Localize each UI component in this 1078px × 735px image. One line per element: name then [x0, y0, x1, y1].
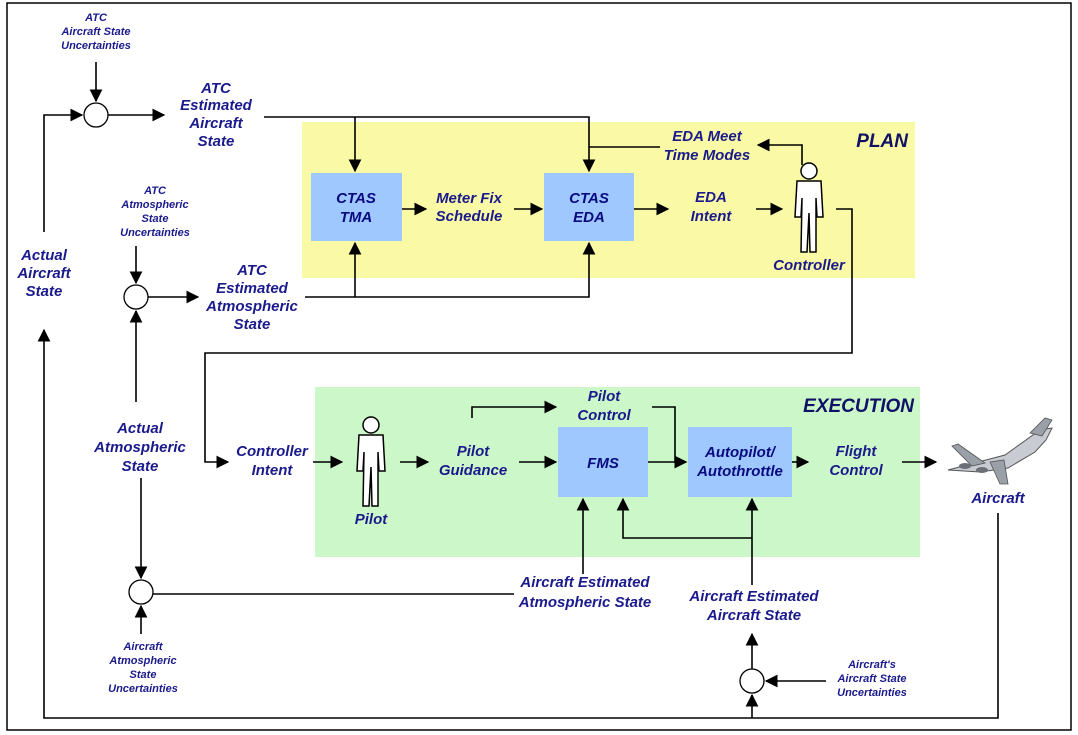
- svg-text:Aircraft: Aircraft: [16, 265, 71, 282]
- svg-text:Aircraft State: Aircraft State: [836, 673, 906, 685]
- svg-text:State: State: [26, 283, 63, 300]
- svg-text:Pilot: Pilot: [588, 388, 622, 405]
- svg-text:Schedule: Schedule: [436, 208, 503, 225]
- execution-title: EXECUTION: [803, 396, 915, 417]
- aircraft-atmospheric-state-junction: [129, 580, 153, 604]
- svg-text:Atmospheric: Atmospheric: [108, 655, 176, 667]
- svg-text:Atmospheric: Atmospheric: [205, 298, 298, 315]
- svg-text:Controller: Controller: [236, 443, 309, 460]
- svg-text:Estimated: Estimated: [216, 280, 289, 297]
- svg-text:ATC: ATC: [143, 185, 167, 197]
- svg-text:State: State: [130, 669, 157, 681]
- svg-text:EDA Meet: EDA Meet: [672, 128, 742, 145]
- svg-text:Intent: Intent: [691, 208, 733, 225]
- ctas-eda-line-1: CTAS: [569, 190, 609, 207]
- controller-intent-label: Controller Intent: [236, 443, 309, 479]
- autopilot-box: Autopilot/ Autothrottle: [688, 427, 792, 497]
- svg-text:ATC: ATC: [200, 80, 232, 97]
- ctas-tma-line-1: CTAS: [336, 190, 376, 207]
- fms-box: FMS: [558, 427, 648, 497]
- svg-text:Atmospheric: Atmospheric: [120, 199, 188, 211]
- svg-text:Meter Fix: Meter Fix: [436, 190, 503, 207]
- svg-text:Uncertainties: Uncertainties: [120, 227, 190, 239]
- autopilot-line-2: Autothrottle: [696, 463, 783, 480]
- atc-estimated-atmospheric-state-label: ATC Estimated Atmospheric State: [205, 262, 298, 333]
- svg-text:Uncertainties: Uncertainties: [108, 683, 178, 695]
- controller-label: Controller: [773, 257, 846, 274]
- svg-text:Atmospheric: Atmospheric: [93, 439, 186, 456]
- svg-text:Aircraft's: Aircraft's: [847, 659, 896, 671]
- atc-estimated-aircraft-state-label: ATC Estimated Aircraft State: [180, 80, 253, 150]
- ctas-tma-box: CTAS TMA: [311, 173, 402, 241]
- actual-atmospheric-state-label: Actual Atmospheric State: [93, 420, 186, 475]
- svg-text:State: State: [198, 133, 235, 150]
- aircraft-estimated-atmospheric-state-label: Aircraft Estimated Atmospheric State: [518, 574, 652, 611]
- fms-label: FMS: [587, 455, 619, 472]
- svg-text:Aircraft: Aircraft: [122, 641, 163, 653]
- aircraft-label: Aircraft: [970, 490, 1025, 507]
- svg-text:Uncertainties: Uncertainties: [837, 687, 907, 699]
- atc-aircraft-state-junction: [84, 103, 108, 127]
- svg-text:Intent: Intent: [252, 462, 294, 479]
- aircraft-icon: [948, 418, 1052, 484]
- svg-text:Aircraft Estimated: Aircraft Estimated: [688, 588, 819, 605]
- svg-text:Aircraft: Aircraft: [188, 115, 243, 132]
- aircraft-atmospheric-state-uncertainties-label: Aircraft Atmospheric State Uncertainties: [108, 641, 178, 695]
- svg-text:Time Modes: Time Modes: [664, 147, 750, 164]
- svg-text:State: State: [234, 316, 271, 333]
- aircrafts-aircraft-state-uncertainties-label: Aircraft's Aircraft State Uncertainties: [836, 659, 906, 699]
- svg-text:Estimated: Estimated: [180, 97, 253, 114]
- ctas-eda-line-2: EDA: [573, 209, 605, 226]
- svg-text:Aircraft State: Aircraft State: [706, 607, 801, 624]
- svg-text:Atmospheric State: Atmospheric State: [518, 594, 652, 611]
- svg-text:ATC: ATC: [84, 12, 108, 24]
- ctas-eda-box: CTAS EDA: [544, 173, 634, 241]
- actual-aircraft-state-label: Actual Aircraft State: [16, 247, 71, 300]
- svg-text:State: State: [122, 458, 159, 475]
- svg-text:Guidance: Guidance: [439, 462, 507, 479]
- svg-text:EDA: EDA: [695, 189, 727, 206]
- svg-text:Pilot: Pilot: [457, 443, 491, 460]
- svg-text:Actual: Actual: [20, 247, 68, 264]
- pilot-label: Pilot: [355, 511, 389, 528]
- meter-fix-schedule-label: Meter Fix Schedule: [436, 190, 503, 225]
- atc-aircraft-state-uncertainties-label: ATC Aircraft State Uncertainties: [60, 12, 130, 52]
- svg-text:Control: Control: [829, 462, 883, 479]
- atc-atmospheric-state-uncertainties-label: ATC Atmospheric State Uncertainties: [120, 185, 190, 239]
- ctas-tma-line-2: TMA: [340, 209, 373, 226]
- aircraft-state-junction: [740, 669, 764, 693]
- svg-text:Uncertainties: Uncertainties: [61, 40, 131, 52]
- diagram-border: [7, 3, 1071, 730]
- svg-text:Aircraft State: Aircraft State: [60, 26, 130, 38]
- svg-text:Aircraft Estimated: Aircraft Estimated: [519, 574, 650, 591]
- svg-text:Control: Control: [577, 407, 631, 424]
- plan-title: PLAN: [856, 131, 909, 152]
- svg-text:State: State: [142, 213, 169, 225]
- svg-text:ATC: ATC: [236, 262, 268, 279]
- autopilot-line-1: Autopilot/: [704, 444, 777, 461]
- aircraft-estimated-aircraft-state-label: Aircraft Estimated Aircraft State: [688, 588, 819, 624]
- svg-text:Actual: Actual: [116, 420, 164, 437]
- atc-atmospheric-state-junction: [124, 285, 148, 309]
- svg-text:Flight: Flight: [836, 443, 878, 460]
